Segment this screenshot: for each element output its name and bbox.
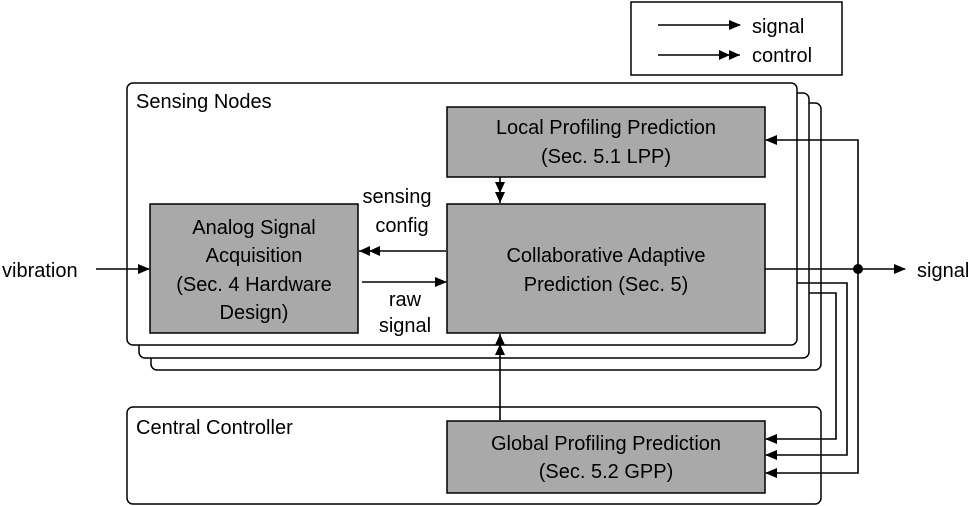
acquisition-line2: Acquisition xyxy=(206,245,303,267)
sensing-nodes-title: Sensing Nodes xyxy=(136,91,272,113)
sensing-config-label-1: sensing xyxy=(363,186,432,208)
lpp-title: Local Profiling Prediction xyxy=(496,117,716,139)
collab-line2: Prediction (Sec. 5) xyxy=(524,274,689,296)
collab-block xyxy=(446,203,766,334)
feedback-to-lpp-wire xyxy=(765,135,859,269)
feedback-to-gpp-wire-main xyxy=(765,269,859,478)
collab-line1: Collaborative Adaptive xyxy=(506,245,705,267)
legend-control-label: control xyxy=(752,45,812,67)
acquisition-line4: Design) xyxy=(220,302,289,324)
vibration-label: vibration xyxy=(2,260,78,282)
output-signal-label: signal xyxy=(917,260,969,282)
central-controller-title: Central Controller xyxy=(136,417,293,439)
acquisition-line1: Analog Signal xyxy=(192,217,315,239)
legend-signal-label: signal xyxy=(752,16,804,38)
raw-signal-label-1: raw xyxy=(389,289,422,311)
sensing-config-label-2: config xyxy=(375,215,428,237)
feedback-to-gpp-wire-node3 xyxy=(765,292,837,444)
lpp-subtitle: (Sec. 5.1 LPP) xyxy=(541,146,671,168)
acquisition-line3: (Sec. 4 Hardware xyxy=(176,274,332,296)
gpp-subtitle: (Sec. 5.2 GPP) xyxy=(539,461,674,483)
gpp-title: Global Profiling Prediction xyxy=(491,433,721,455)
legend: signal control xyxy=(630,1,843,76)
raw-signal-label-2: signal xyxy=(379,315,431,337)
feedback-to-gpp-wire-node2 xyxy=(765,282,848,460)
acquisition-block xyxy=(149,203,359,334)
legend-box xyxy=(630,1,843,76)
